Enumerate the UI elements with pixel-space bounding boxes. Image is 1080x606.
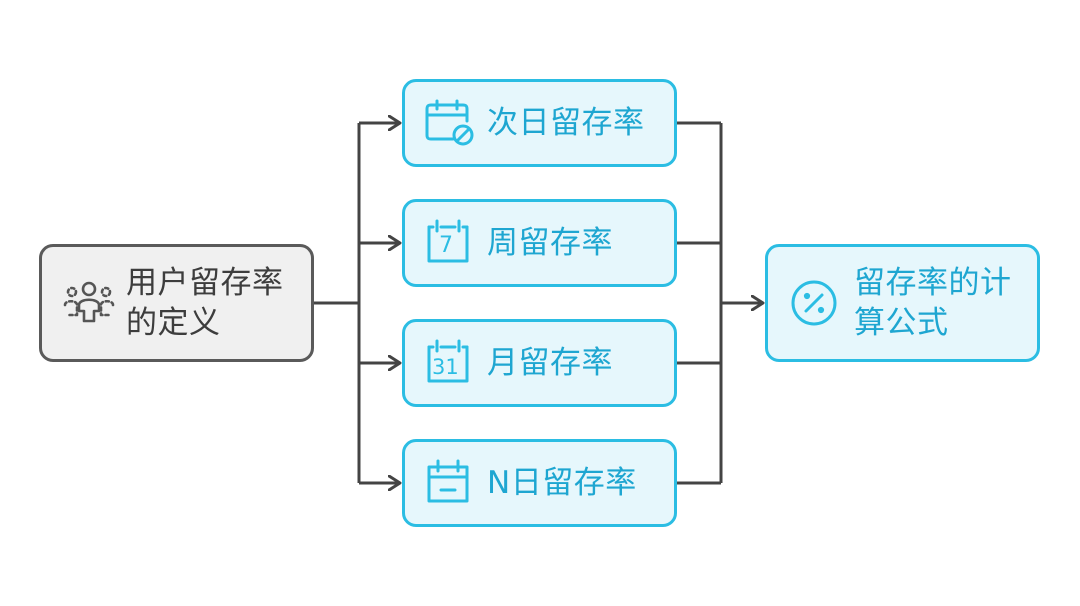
people-group-icon: [60, 274, 118, 332]
calendar-31-icon: 31: [423, 337, 475, 389]
branch-label-1: 次日留存率: [487, 105, 645, 141]
calendar-7-number: 7: [439, 233, 453, 258]
calendar-blocked-icon: [423, 97, 475, 149]
percent-circle-icon: [788, 277, 840, 329]
branch-label-2: 周留存率: [487, 225, 613, 261]
branch-label-4: N日留存率: [487, 465, 637, 501]
branch-label-3: 月留存率: [487, 345, 613, 381]
source-node[interactable]: 用户留存率 的定义: [39, 244, 314, 362]
branch-node-n-day[interactable]: N日留存率: [402, 439, 677, 527]
calendar-7-icon: 7: [423, 217, 475, 269]
target-node[interactable]: 留存率的计 算公式: [765, 244, 1040, 362]
branch-node-next-day[interactable]: 次日留存率: [402, 79, 677, 167]
target-label: 留存率的计 算公式: [854, 265, 1012, 341]
source-label: 用户留存率 的定义: [126, 265, 284, 341]
calendar-31-number: 31: [432, 355, 459, 379]
branch-node-monthly[interactable]: 31 月留存率: [402, 319, 677, 407]
calendar-minus-icon: [423, 457, 475, 509]
branch-node-weekly[interactable]: 7 周留存率: [402, 199, 677, 287]
